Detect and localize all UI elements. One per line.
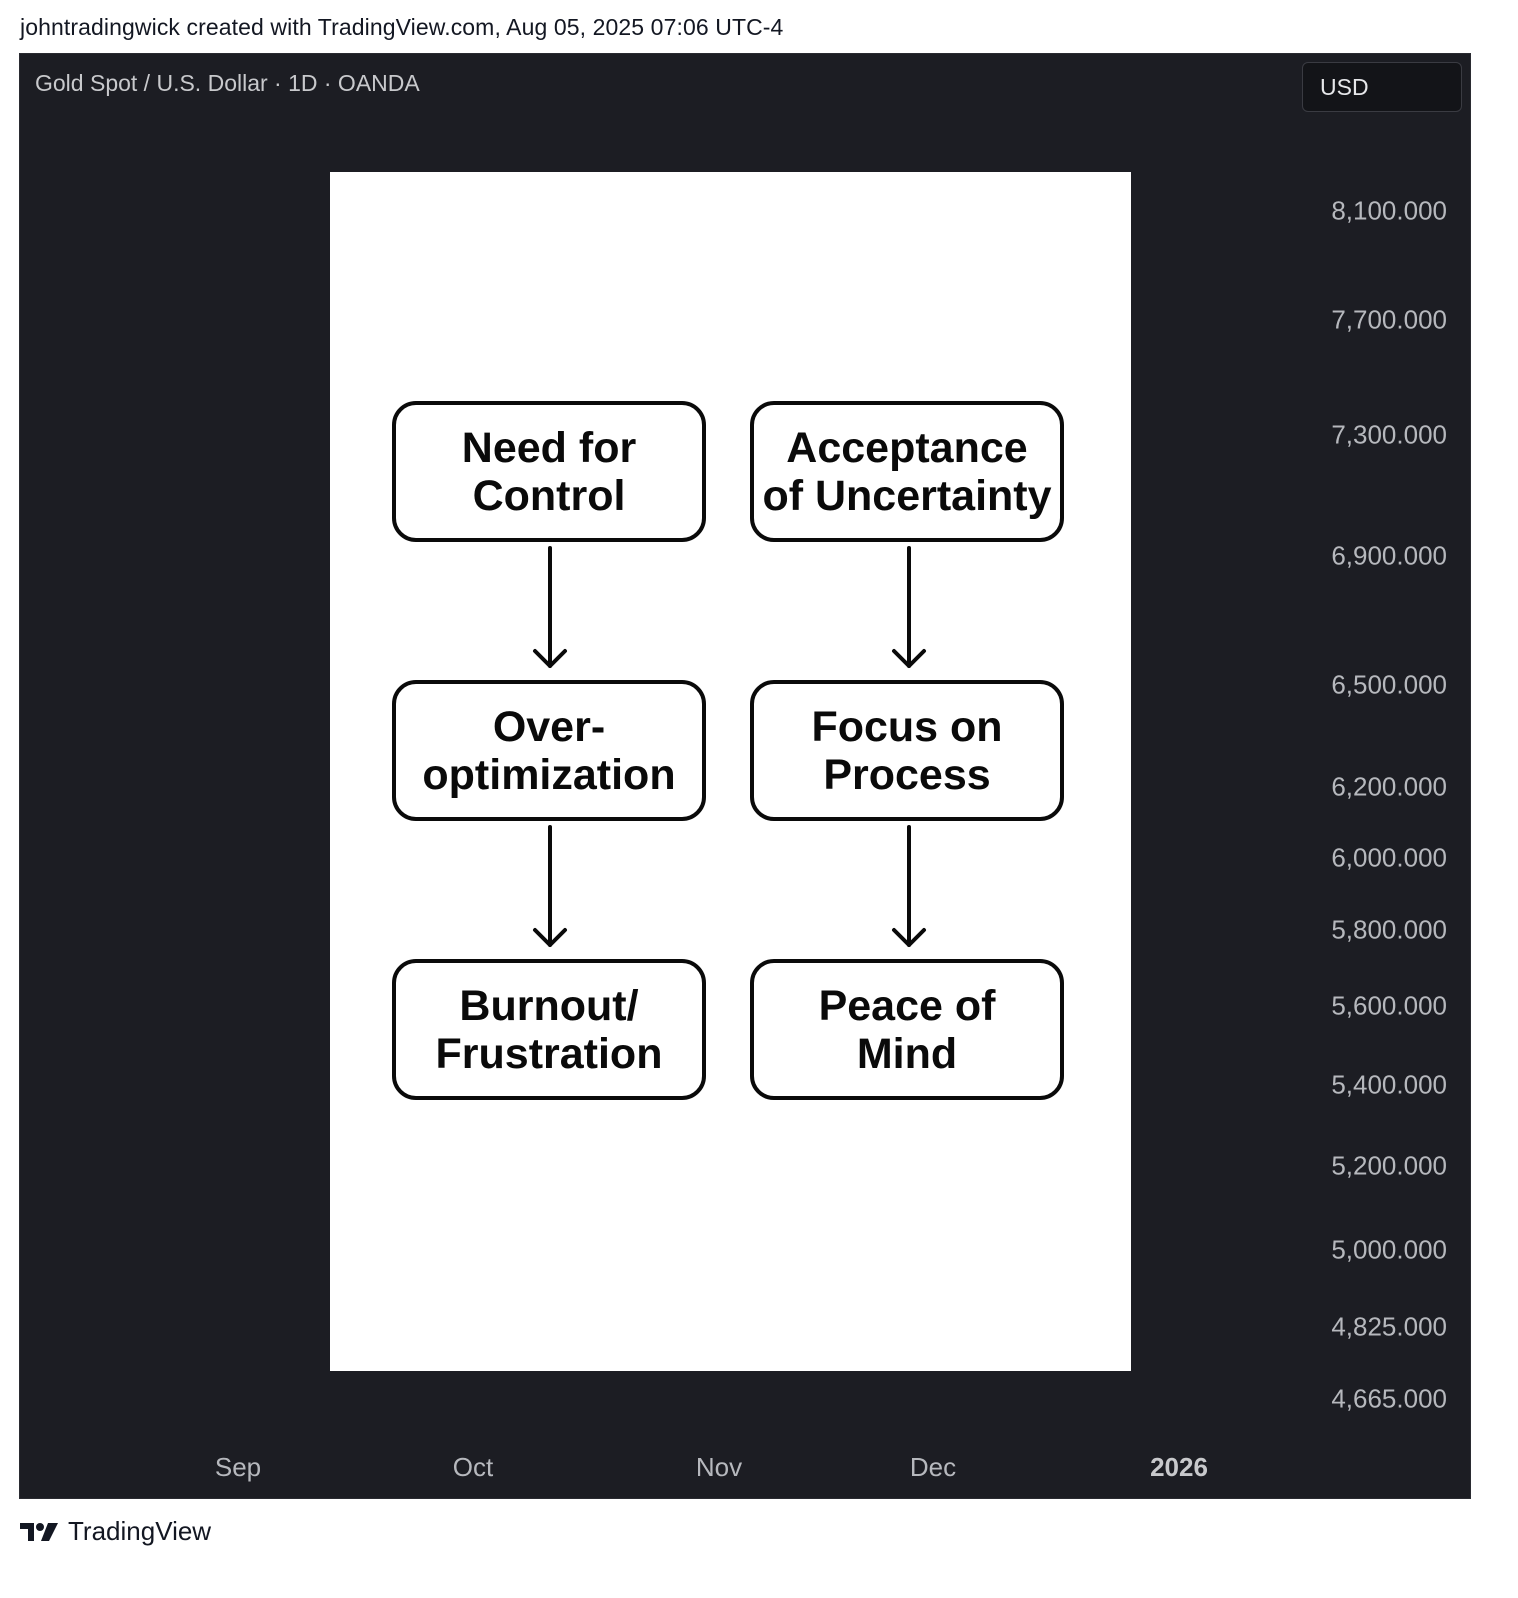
flow-box-peace-of-mind: Peace of Mind xyxy=(750,959,1064,1100)
currency-selector[interactable]: USD xyxy=(1302,62,1462,112)
flow-box-acceptance-of-uncertainty: Acceptance of Uncertainty xyxy=(750,401,1064,542)
flow-box-label: Need for Control xyxy=(461,423,637,520)
price-scale[interactable]: 8,100.000 7,700.000 7,300.000 6,900.000 … xyxy=(1290,54,1470,1444)
price-label: 6,900.000 xyxy=(1331,540,1447,571)
flow-box-focus-on-process: Focus on Process xyxy=(750,680,1064,821)
price-label: 5,600.000 xyxy=(1331,990,1447,1021)
price-label: 6,500.000 xyxy=(1331,669,1447,700)
flow-box-over-optimization: Over- optimization xyxy=(392,680,706,821)
flow-box-label: Peace of Mind xyxy=(818,981,996,1078)
flow-box-label: Burnout/ Frustration xyxy=(435,981,663,1078)
time-scale[interactable]: Sep Oct Nov Dec 2026 xyxy=(20,1444,1470,1498)
time-label-year: 2026 xyxy=(1150,1452,1208,1482)
time-label: Oct xyxy=(452,1452,494,1482)
price-label: 6,000.000 xyxy=(1331,842,1447,873)
flow-box-label: Focus on Process xyxy=(811,702,1003,799)
attribution-text: johntradingwick created with TradingView… xyxy=(20,14,784,40)
time-label: Nov xyxy=(695,1452,743,1482)
footer-branding[interactable]: TradingView xyxy=(20,1516,211,1547)
flow-box-need-for-control: Need for Control xyxy=(392,401,706,542)
chart-pane[interactable]: Gold Spot / U.S. Dollar · 1D · OANDA USD… xyxy=(19,53,1471,1499)
price-label: 5,800.000 xyxy=(1331,914,1447,945)
time-label: Dec xyxy=(909,1452,957,1482)
footer-brand-text: TradingView xyxy=(68,1516,212,1546)
price-label: 5,000.000 xyxy=(1331,1234,1447,1265)
time-label: Sep xyxy=(214,1452,262,1482)
tradingview-logo-icon xyxy=(20,1522,58,1541)
price-label: 7,300.000 xyxy=(1331,419,1447,450)
price-label: 7,700.000 xyxy=(1331,304,1447,335)
price-label: 5,400.000 xyxy=(1331,1069,1447,1100)
flow-arrows xyxy=(533,546,926,947)
flow-box-label: Acceptance of Uncertainty xyxy=(762,423,1052,520)
symbol-title[interactable]: Gold Spot / U.S. Dollar · 1D · OANDA xyxy=(35,70,420,96)
price-label: 5,200.000 xyxy=(1331,1150,1447,1181)
price-label: 4,825.000 xyxy=(1331,1311,1447,1342)
flowchart-image-overlay[interactable]: Need for Control Over- optimization Burn… xyxy=(330,172,1131,1371)
price-label: 6,200.000 xyxy=(1331,771,1447,802)
price-label: 8,100.000 xyxy=(1331,195,1447,226)
flow-box-label: Over- optimization xyxy=(422,702,676,799)
flow-box-burnout: Burnout/ Frustration xyxy=(392,959,706,1100)
price-label: 4,665.000 xyxy=(1331,1383,1447,1414)
